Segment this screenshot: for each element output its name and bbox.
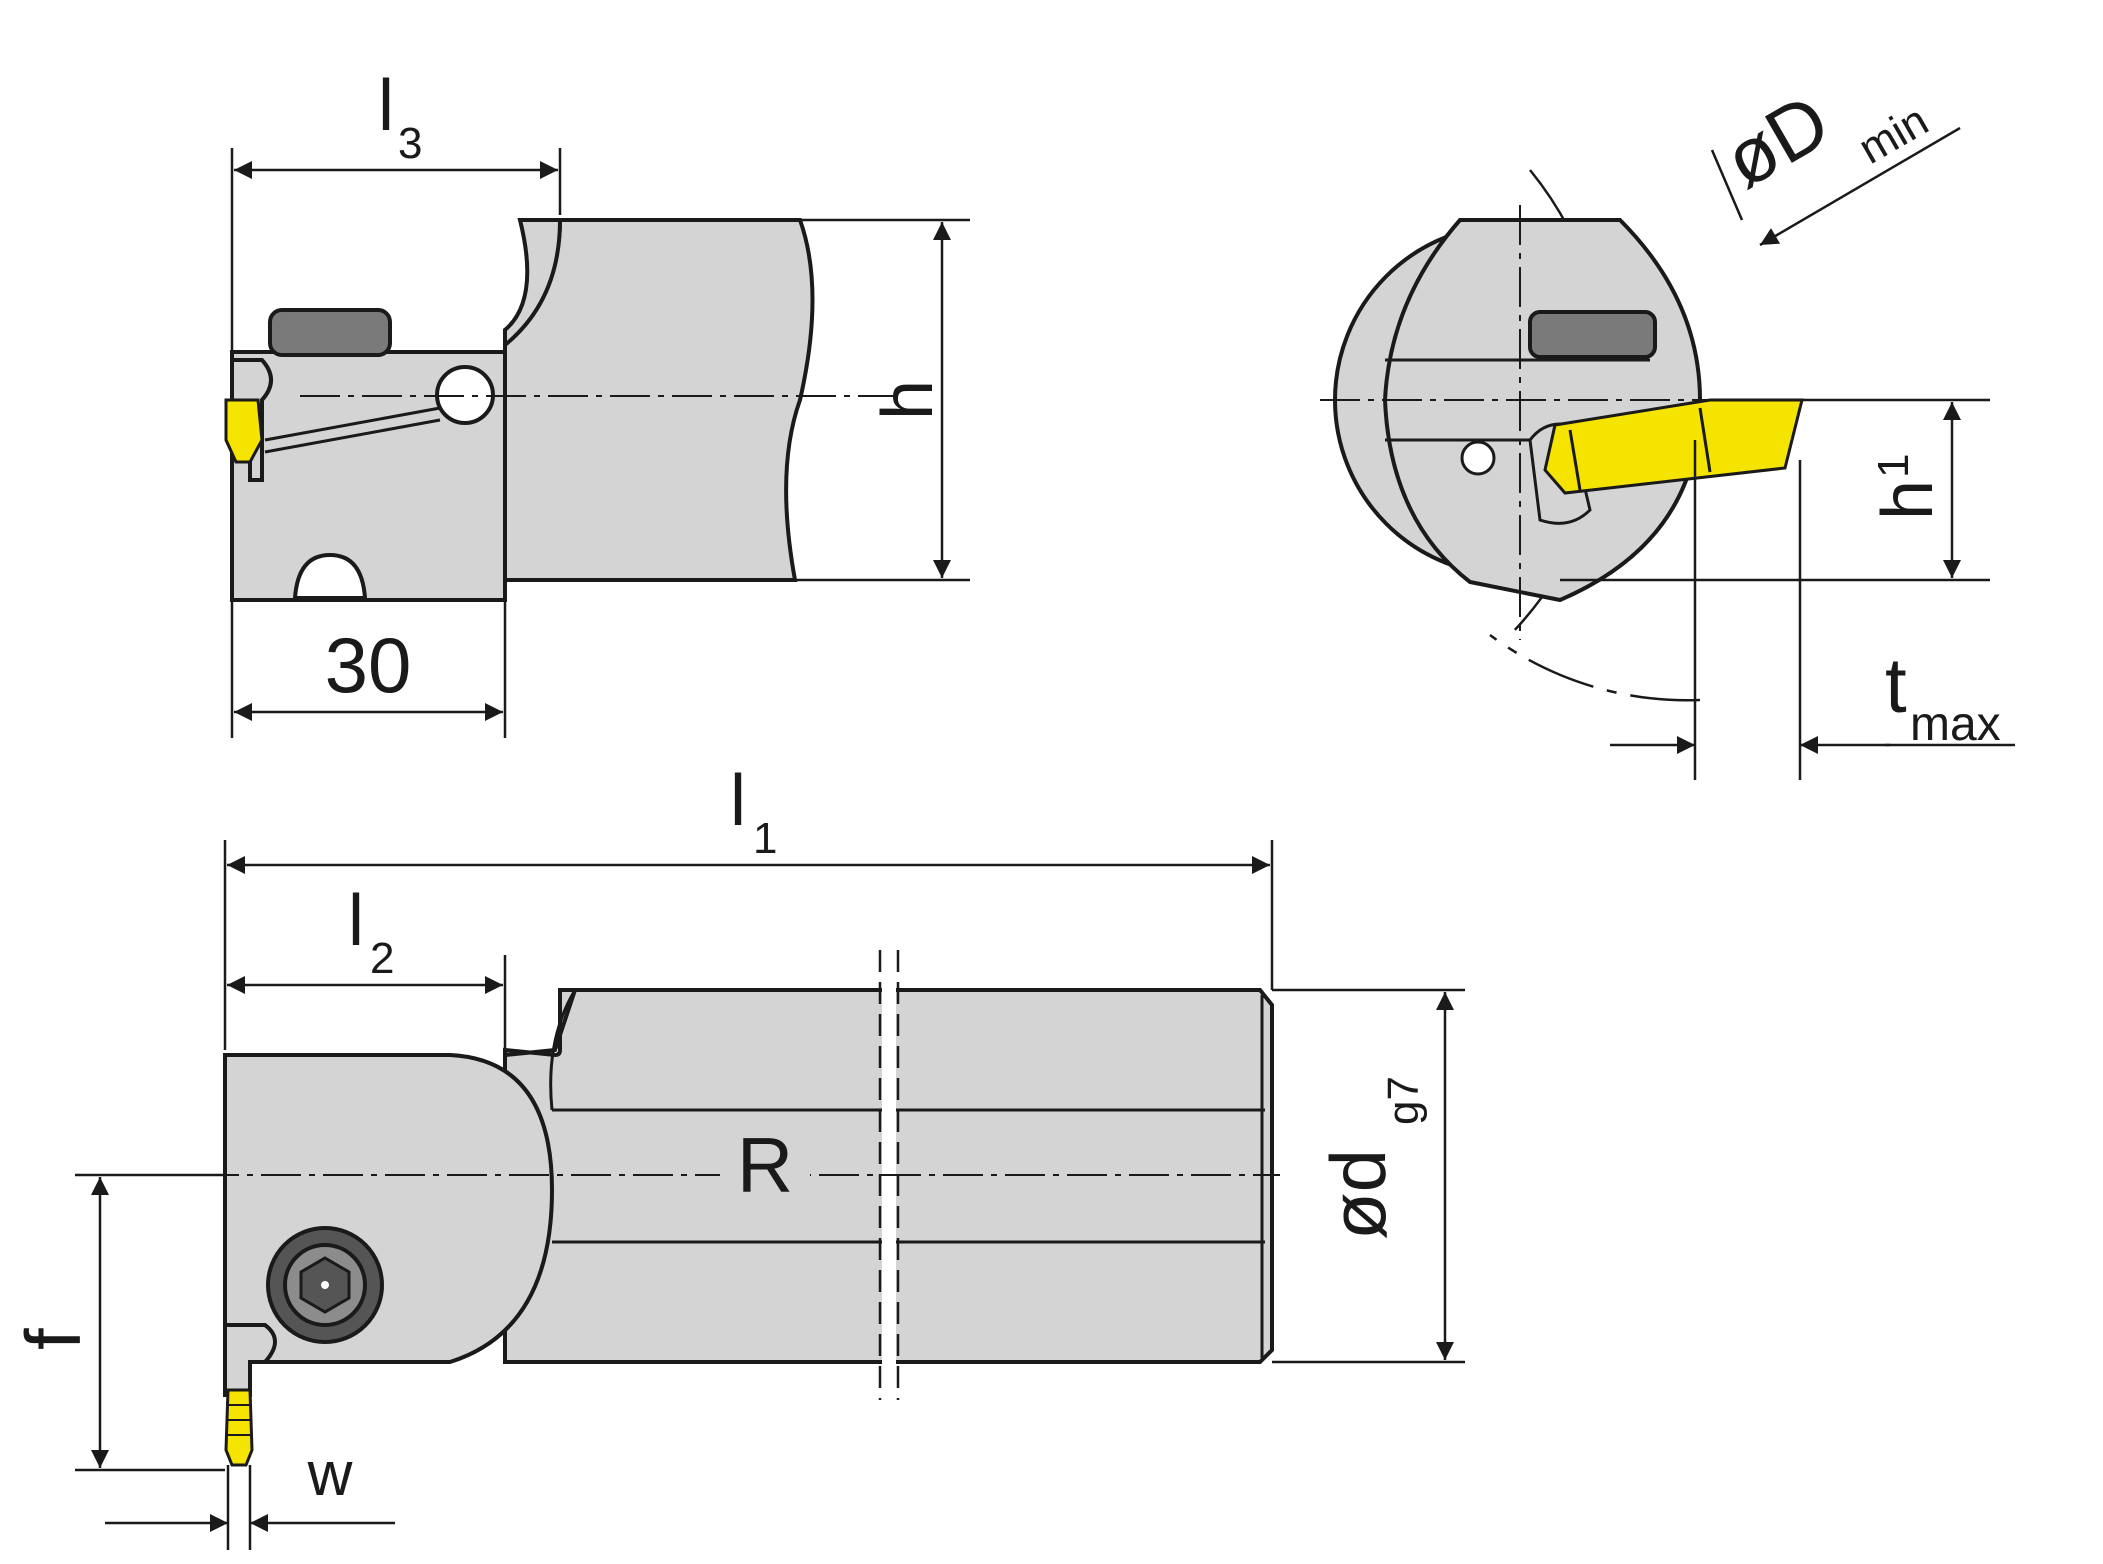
dg7-label: ød [1314, 1149, 1402, 1240]
h1-dimension [1560, 398, 1990, 582]
tmax-dimension [1610, 440, 2015, 780]
l1-dimension [223, 840, 1274, 1050]
f-dimension [75, 1173, 225, 1472]
w-dimension [105, 1465, 395, 1550]
end-view-hole [1460, 440, 1496, 476]
l3-dimension [230, 148, 562, 350]
tmax-label: t [1885, 641, 1907, 729]
top-view-insert [224, 398, 264, 464]
top-view [230, 218, 815, 602]
f-label: f [9, 1328, 97, 1350]
w-label: w [307, 1440, 353, 1509]
dg7-dimension [1272, 988, 1465, 1364]
dg7-subscript: g7 [1379, 1076, 1428, 1125]
thirty-label: 30 [325, 621, 412, 709]
dmin-subscript: min [1851, 96, 1937, 174]
l2-dimension [227, 955, 507, 1050]
l1-subscript: 1 [753, 814, 777, 863]
l3-label: l [378, 66, 394, 146]
h1-subscript: 1 [1869, 454, 1918, 478]
end-view-clamp [1528, 310, 1657, 359]
l1-label: l [730, 761, 746, 841]
l2-label: l [348, 881, 364, 961]
clamp-block [268, 308, 392, 357]
h-dimension [795, 218, 970, 582]
l2-subscript: 2 [370, 934, 394, 983]
side-view-insert [224, 1388, 254, 1467]
thirty-dimension [230, 600, 507, 738]
side-view-nose [223, 1323, 277, 1397]
h1-label: h [1868, 480, 1948, 520]
dmin-label: øD [1710, 77, 1844, 205]
h-label: h [868, 380, 948, 420]
side-view-head [223, 1053, 555, 1364]
tmax-subscript: max [1910, 698, 2001, 751]
l3-subscript: 3 [398, 119, 422, 168]
dmin-leader [1710, 126, 1961, 247]
r-label: R [737, 1121, 793, 1209]
top-view-neck-arc [503, 218, 563, 350]
relief-notch [292, 552, 368, 600]
